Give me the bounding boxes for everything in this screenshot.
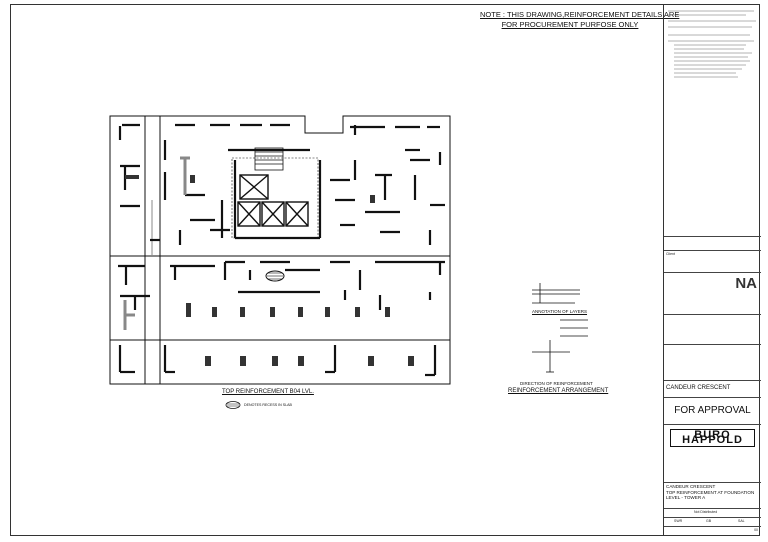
notes-lines [668,10,756,78]
recess-legend: DENOTES RECESS IN SLAB [244,403,292,407]
contractor-box [664,344,761,380]
swr-label: SWR [674,519,683,523]
client-label: Client [666,252,675,256]
distribution-status: Not Distributed [694,510,718,514]
buro-happold-logo: BURO HAPPOLD [670,429,755,447]
gb-label: GB [706,519,712,523]
procurement-note: NOTE : THIS DRAWING,REINFORCEMENT DETAIL… [480,10,680,30]
approval-status: FOR APPROVAL [664,397,761,424]
arrangement-title: REINFORCEMENT ARRANGEMENT [508,388,609,394]
general-notes [664,4,761,236]
direction-title: DIRECTION OF REINFORCEMENT [520,381,593,386]
na-logo: NA [735,275,757,292]
note-line-1: NOTE : THIS DRAWING,REINFORCEMENT DETAIL… [480,10,680,19]
revision-number: 00 [754,528,758,532]
status-row: Not Distributed [664,508,761,517]
architect-box: NA [664,272,761,314]
sal-label: SAL [738,519,745,523]
client-box: Client [664,250,761,272]
plan-title: TOP REINFORCEMENT B04 LVL. [222,389,314,395]
annotation-title: ANNOTATION OF LAYERS [532,309,588,314]
note-line-2: FOR PROCUREMENT PURFOSE ONLY [501,20,639,29]
drawing-sheet-border [10,4,760,536]
signature-row: SWR GB SAL [664,517,761,526]
firm-box: BURO HAPPOLD [664,424,761,482]
consultant-box [664,314,761,344]
revision-table [664,236,761,250]
project-name: CANDEUR CRESCENT [664,380,761,397]
drawing-title: CANDEUR CRESCENT TOP REINFORCEMENT AT FO… [664,482,761,508]
drawing-number-row: 00 [664,526,761,536]
title-block: Client NA CANDEUR CRESCENT FOR APPROVAL … [663,4,761,536]
